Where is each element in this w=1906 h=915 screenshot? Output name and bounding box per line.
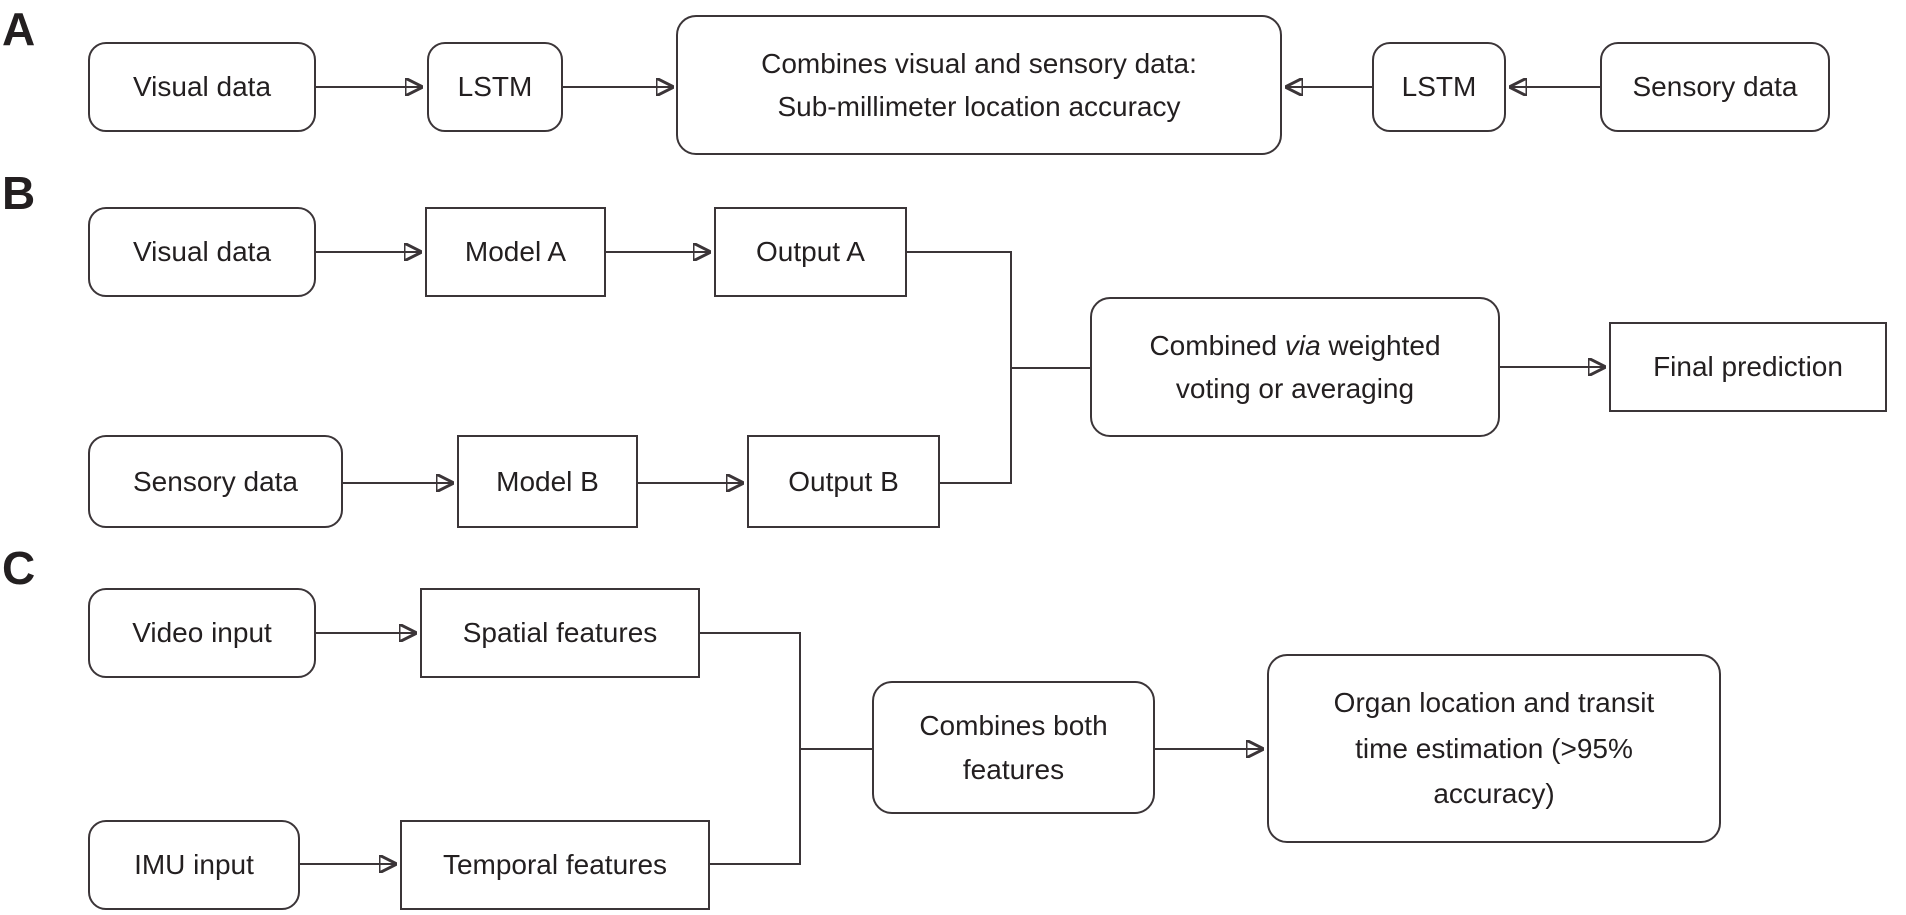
node-output-b-label: Output B xyxy=(788,465,899,497)
node-combined-voting: Combined via weighted voting or averagin… xyxy=(1090,297,1500,437)
node-spatial-features-label: Spatial features xyxy=(462,617,658,649)
node-spatial-features: Spatial features xyxy=(420,588,700,678)
node-output-a-label: Output A xyxy=(756,236,865,268)
combines-c-line2: features xyxy=(962,753,1065,785)
node-model-b-label: Model B xyxy=(496,465,599,497)
node-combines-both-features: Combines both features xyxy=(872,681,1155,814)
combined-b-line2: voting or averaging xyxy=(1175,373,1415,404)
node-output-b: Output B xyxy=(747,435,940,528)
node-temporal-features: Temporal features xyxy=(400,820,710,910)
panel-label-c: C xyxy=(2,542,35,594)
node-visual-data-b: Visual data xyxy=(88,207,316,297)
combines-a-line2: Sub-millimeter location accuracy xyxy=(777,91,1181,122)
node-temporal-features-label: Temporal features xyxy=(442,849,668,881)
node-lstm-left-label: LSTM xyxy=(457,71,533,103)
node-model-a-label: Model A xyxy=(464,236,567,268)
combines-c-line1: Combines both xyxy=(919,710,1108,742)
merge-line-features xyxy=(700,632,801,865)
node-model-a: Model A xyxy=(425,207,606,297)
organ-line2: time estimation (>95% xyxy=(1355,732,1633,764)
node-visual-data-a-label: Visual data xyxy=(132,71,272,103)
node-sensory-data-a: Sensory data xyxy=(1600,42,1830,132)
combined-b-line1-pre: Combined xyxy=(1149,329,1285,361)
node-final-prediction-label: Final prediction xyxy=(1653,351,1843,383)
combined-b-line1-via: via xyxy=(1284,329,1321,361)
node-video-input: Video input xyxy=(88,588,316,678)
node-lstm-right-label: LSTM xyxy=(1401,71,1477,103)
node-final-prediction: Final prediction xyxy=(1609,322,1887,412)
panel-label-a: A xyxy=(2,3,35,55)
organ-line3: accuracy) xyxy=(1433,778,1555,810)
node-sensory-data-b: Sensory data xyxy=(88,435,343,528)
node-sensory-data-a-label: Sensory data xyxy=(1632,71,1798,103)
node-lstm-right: LSTM xyxy=(1372,42,1506,132)
node-video-input-label: Video input xyxy=(132,617,272,649)
node-lstm-left: LSTM xyxy=(427,42,563,132)
node-visual-data-b-label: Visual data xyxy=(132,236,272,268)
node-imu-input: IMU input xyxy=(88,820,300,910)
panel-label-b: B xyxy=(2,167,35,219)
node-model-b: Model B xyxy=(457,435,638,528)
combined-b-line1: Combined via weighted xyxy=(1149,324,1440,367)
node-sensory-data-b-label: Sensory data xyxy=(133,465,298,497)
organ-line1: Organ location and transit xyxy=(1333,687,1655,719)
combines-a-line1: Combines visual and sensory data: xyxy=(761,47,1197,79)
combined-b-line1-post: weighted xyxy=(1320,329,1441,361)
node-output-a: Output A xyxy=(714,207,907,297)
node-visual-data-a: Visual data xyxy=(88,42,316,132)
node-imu-input-label: IMU input xyxy=(134,849,254,881)
node-combines-visual-sensory: Combines visual and sensory data: Sub-mi… xyxy=(676,15,1282,155)
node-organ-location: Organ location and transit time estimati… xyxy=(1267,654,1721,843)
